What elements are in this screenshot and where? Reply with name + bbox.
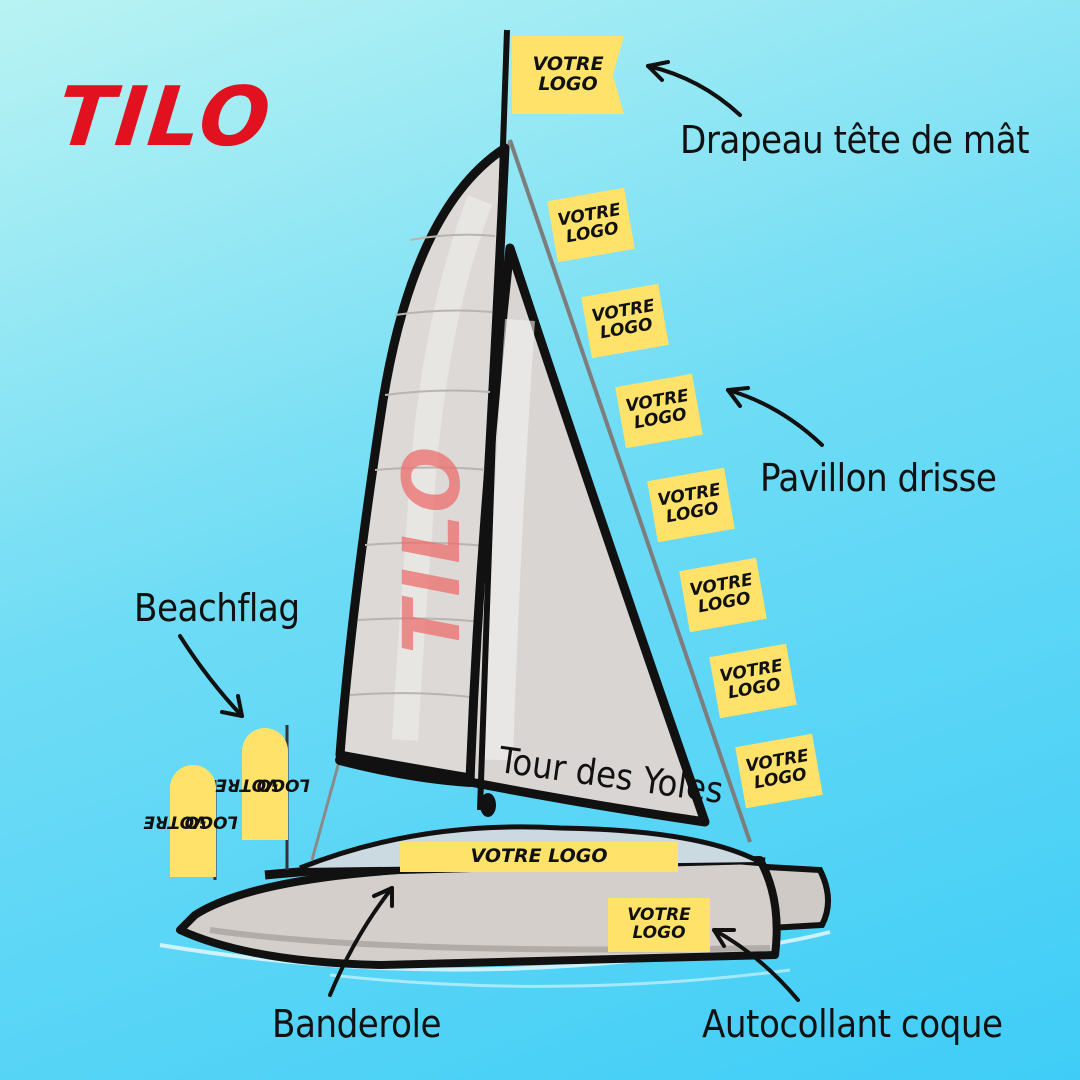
forestay	[508, 139, 752, 843]
sail-batten-lines	[349, 233, 496, 699]
logo-placeholder-text: VOTRE LOGO	[532, 53, 604, 95]
callout-banner: Banderole	[272, 1002, 442, 1046]
arrow-icon	[726, 386, 824, 447]
sail-brand-text: TILO	[388, 442, 478, 654]
arrow-icon	[646, 60, 742, 117]
arrow-icon	[178, 634, 244, 718]
arrow-icon	[328, 886, 394, 997]
main-sail-highlight	[392, 195, 493, 741]
callout-mast-flag: Drapeau tête de mât	[680, 118, 1030, 162]
mast-head-flag: VOTRE LOGO	[512, 36, 624, 114]
jib-sail-highlight	[483, 318, 535, 761]
mast	[477, 29, 510, 811]
hull-banner: VOTRE LOGO	[400, 842, 678, 872]
arrow-icon	[712, 928, 800, 1002]
brand-logo: TILO	[53, 70, 277, 165]
callout-hull-sticker: Autocollant coque	[702, 1002, 1003, 1046]
callout-beachflag: Beachflag	[134, 586, 300, 630]
boom	[335, 755, 475, 787]
water-ripple	[329, 968, 791, 988]
callout-halyard-flags: Pavillon drisse	[760, 456, 997, 500]
logo-placeholder-text: VOTRE LOGO	[470, 845, 608, 868]
boom-fitting	[480, 793, 496, 817]
